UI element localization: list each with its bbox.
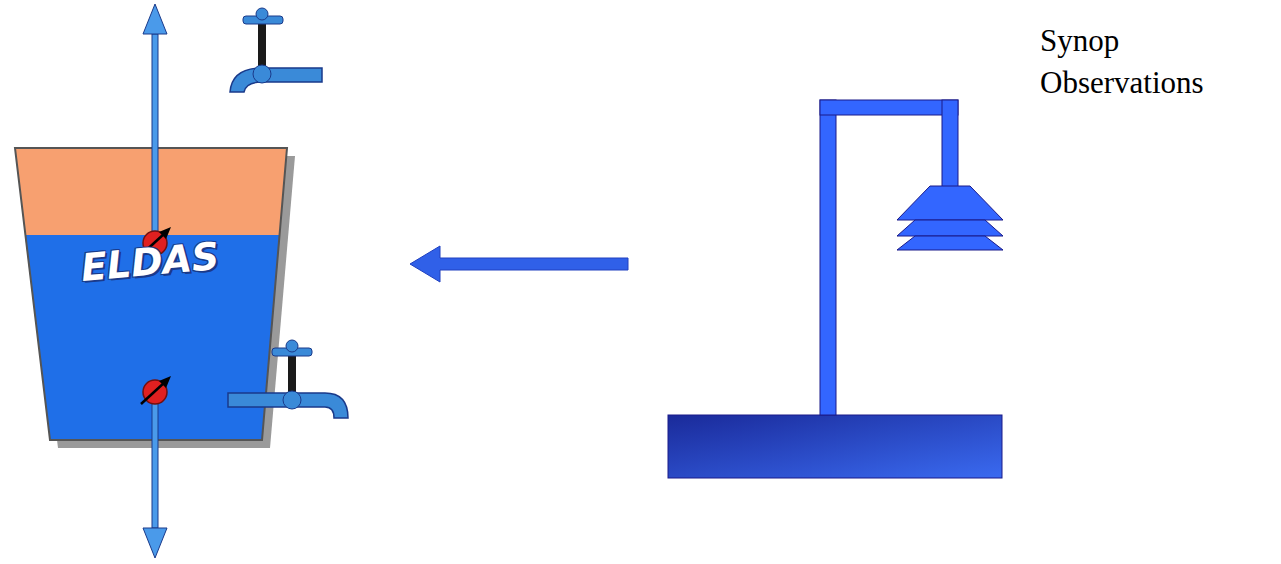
gauge-needle-head (159, 376, 171, 388)
bucket-top (15, 148, 287, 235)
tap-body (283, 391, 301, 409)
stand-arm (820, 100, 958, 115)
tap-knob (286, 340, 298, 352)
tap-body (253, 65, 271, 83)
stand-post (820, 100, 836, 415)
flow-arrow (410, 246, 628, 282)
tap-spout (230, 68, 322, 92)
tap-stem (258, 18, 266, 66)
drainage-arrow-head (143, 528, 167, 558)
evaporation-arrow-shaft (152, 34, 158, 243)
gauge-needle (141, 382, 165, 404)
shower-head (897, 220, 1003, 236)
stand-base (668, 415, 1002, 478)
tap-stem (288, 352, 296, 392)
shower-head (897, 186, 1003, 220)
stand-drop (942, 100, 958, 188)
drainage-arrow-shaft (152, 392, 158, 528)
source-node: Synop Observations (628, 0, 1281, 564)
bucket-illustration (0, 0, 410, 564)
tap-knob (256, 8, 268, 20)
shower-head (897, 236, 1003, 250)
bucket-node: ELDAS (0, 0, 410, 564)
evaporation-arrow-head (143, 4, 167, 34)
source-label: Synop Observations (1040, 20, 1245, 104)
